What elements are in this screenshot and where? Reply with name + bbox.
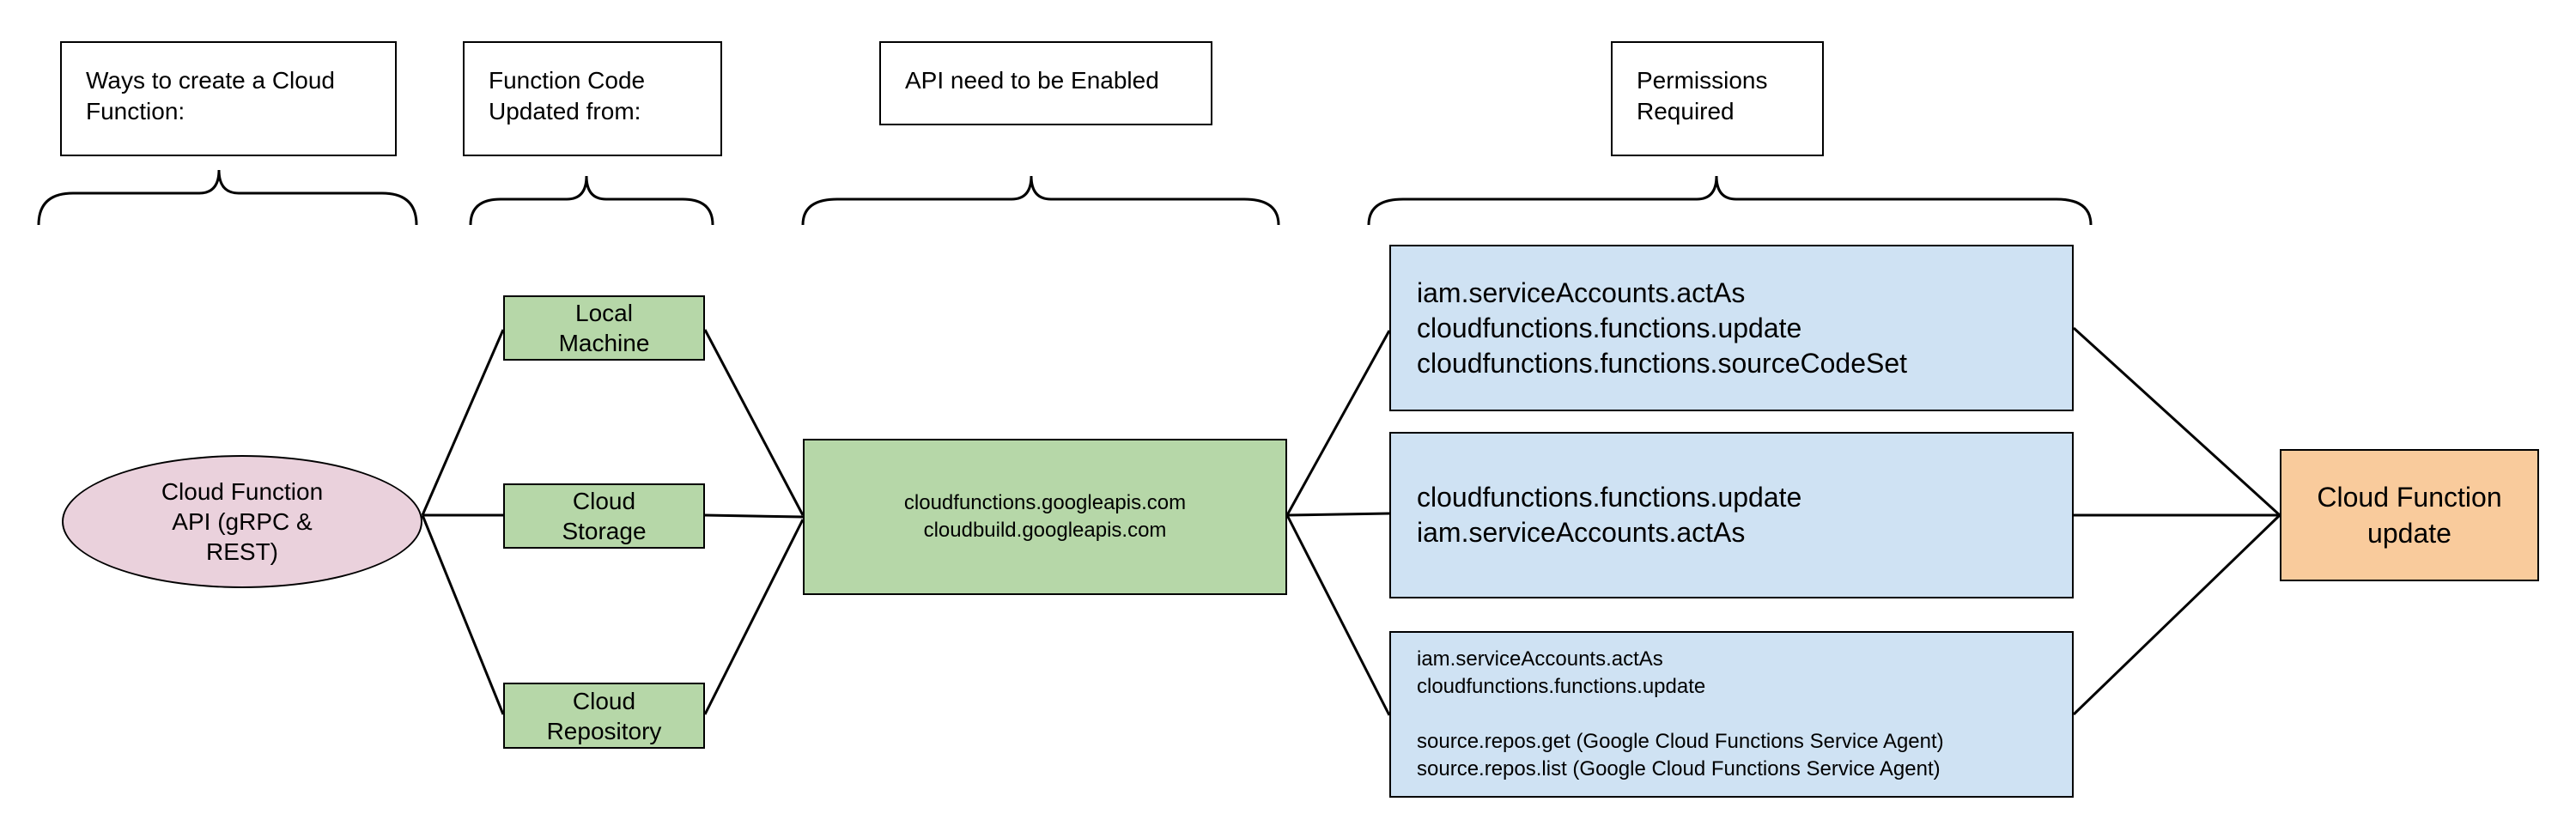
permission-line: iam.serviceAccounts.actAs	[1417, 276, 1746, 308]
api-line: cloudbuild.googleapis.com	[923, 519, 1167, 542]
node-line: API (gRPC &	[172, 508, 313, 535]
header-line: Required	[1637, 98, 1735, 125]
permission-line: iam.serviceAccounts.actAs	[1417, 647, 1663, 671]
edge-api-perm-storage	[1286, 512, 1390, 517]
node-line: Repository	[546, 717, 662, 744]
source-cloud-storage: Cloud Storage	[503, 483, 705, 549]
cloud-function-update-node: Cloud Function update	[2280, 449, 2539, 581]
source-local-machine: Local Machine	[503, 295, 705, 361]
node-line: Storage	[562, 518, 647, 544]
node-line: Cloud	[572, 488, 636, 514]
node-line: Machine	[558, 330, 650, 356]
permission-line: source.repos.get (Google Cloud Functions…	[1417, 730, 1944, 753]
header-line: Ways to create a Cloud	[86, 67, 335, 94]
cloud-function-api-node: Cloud Function API (gRPC & REST)	[62, 455, 422, 588]
enabled-apis-node: cloudfunctions.googleapis.com cloudbuild…	[803, 439, 1287, 595]
permission-line: source.repos.list (Google Cloud Function…	[1417, 757, 1941, 780]
node-line: REST)	[206, 538, 278, 565]
edge-local-api	[703, 329, 805, 516]
brace-ways	[37, 169, 418, 226]
permissions-cloud-repository: iam.serviceAccounts.actAs cloudfunctions…	[1389, 631, 2074, 798]
edge-api-perm-local	[1285, 330, 1391, 516]
brace-perms	[1367, 175, 2093, 226]
source-cloud-repository: Cloud Repository	[503, 683, 705, 749]
node-line: Cloud Function	[2317, 482, 2502, 513]
edge-perm-local-result	[2072, 326, 2281, 517]
permission-line: cloudfunctions.functions.update	[1417, 312, 1802, 343]
node-line: update	[2367, 518, 2451, 549]
permission-line: iam.serviceAccounts.actAs	[1417, 517, 1746, 548]
node-line: Cloud Function	[161, 478, 324, 505]
api-line: cloudfunctions.googleapis.com	[903, 491, 1187, 514]
header-permissions: Permissions Required	[1611, 41, 1824, 156]
permissions-local-machine: iam.serviceAccounts.actAs cloudfunctions…	[1389, 245, 2074, 411]
edge-storage-api	[704, 513, 804, 519]
node-line: Cloud	[572, 687, 636, 714]
edge-api-perm-repo	[1285, 514, 1391, 716]
brace-api	[801, 175, 1280, 226]
header-line: Permissions	[1637, 67, 1768, 94]
edge-origin-local	[421, 329, 505, 516]
edge-repo-api	[703, 519, 805, 715]
header-line: Updated from:	[489, 98, 641, 125]
permission-line: cloudfunctions.functions.sourceCodeSet	[1417, 347, 1908, 379]
permission-line: cloudfunctions.functions.update	[1417, 482, 1802, 513]
permission-line: cloudfunctions.functions.update	[1417, 675, 1706, 698]
permission-spacer	[1417, 701, 1944, 728]
edge-origin-repo	[421, 514, 505, 715]
permissions-cloud-storage: cloudfunctions.functions.update iam.serv…	[1389, 432, 2074, 598]
header-line: Function:	[86, 98, 185, 125]
node-line: Local	[575, 300, 633, 326]
brace-code	[469, 175, 714, 226]
header-api-enabled: API need to be Enabled	[879, 41, 1212, 125]
header-line: API need to be Enabled	[905, 67, 1159, 94]
edge-perm-repo-result	[2072, 513, 2281, 716]
header-line: Function Code	[489, 67, 646, 94]
header-function-code: Function Code Updated from:	[463, 41, 722, 156]
header-ways-to-create: Ways to create a Cloud Function:	[60, 41, 397, 156]
